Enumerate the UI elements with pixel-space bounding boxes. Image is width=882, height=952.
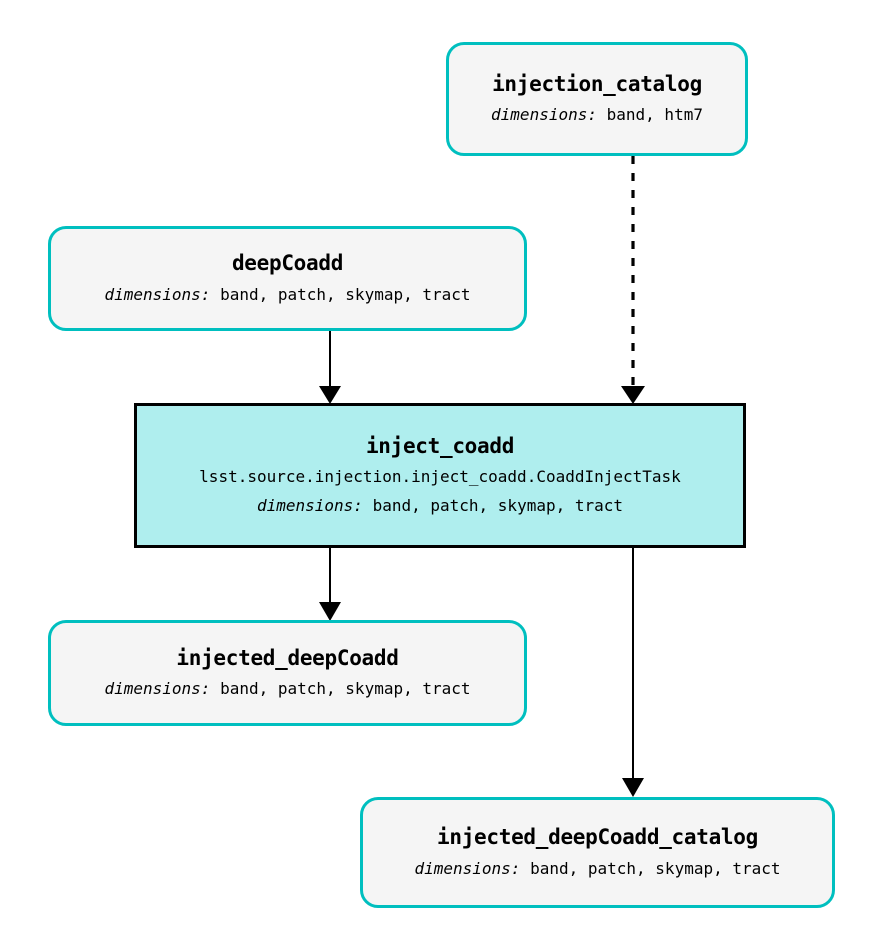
- edge-inject-coadd-to-injected-deepcoadd: [319, 548, 341, 621]
- node-title: inject_coadd: [365, 433, 515, 458]
- node-title: injection_catalog: [492, 71, 702, 96]
- node-title: injected_deepCoadd_catalog: [437, 825, 758, 850]
- dimensions-label: dimensions:: [414, 858, 521, 878]
- node-inject-coadd[interactable]: inject_coadd lsst.source.injection.injec…: [134, 403, 746, 548]
- dimensions-value: band, patch, skymap, tract: [520, 858, 781, 878]
- edge-injection-catalog-to-inject-coadd: [621, 156, 645, 404]
- dimensions-label: dimensions:: [104, 284, 211, 304]
- dimensions-label: dimensions:: [104, 679, 211, 699]
- node-title: deepCoadd: [231, 251, 344, 276]
- node-dimensions: dimensions: band, htm7: [491, 105, 703, 125]
- node-injected-deepcoadd[interactable]: injected_deepCoadd dimensions: band, pat…: [48, 620, 527, 726]
- dimensions-label: dimensions:: [256, 496, 363, 516]
- node-dimensions: dimensions: band, patch, skymap, tract: [104, 285, 470, 305]
- node-dimensions: dimensions: band, patch, skymap, tract: [257, 496, 623, 516]
- node-title: injected_deepCoadd: [176, 645, 399, 670]
- node-injected-deepcoadd-catalog[interactable]: injected_deepCoadd_catalog dimensions: b…: [360, 797, 835, 908]
- edge-deepcoadd-to-inject-coadd: [319, 331, 341, 404]
- node-dimensions: dimensions: band, patch, skymap, tract: [104, 679, 470, 699]
- node-dimensions: dimensions: band, patch, skymap, tract: [414, 859, 780, 879]
- dimensions-label: dimensions:: [491, 105, 597, 125]
- dimensions-value: band, patch, skymap, tract: [362, 496, 624, 516]
- node-deepcoadd[interactable]: deepCoadd dimensions: band, patch, skyma…: [48, 226, 527, 331]
- dimensions-value: band, htm7: [597, 105, 703, 125]
- node-class-path: lsst.source.injection.inject_coadd.Coadd…: [199, 467, 681, 487]
- node-injection-catalog[interactable]: injection_catalog dimensions: band, htm7: [446, 42, 748, 156]
- edge-inject-coadd-to-injected-deepcoadd-catalog: [622, 548, 644, 797]
- dimensions-value: band, patch, skymap, tract: [210, 284, 471, 304]
- dimensions-value: band, patch, skymap, tract: [210, 679, 471, 699]
